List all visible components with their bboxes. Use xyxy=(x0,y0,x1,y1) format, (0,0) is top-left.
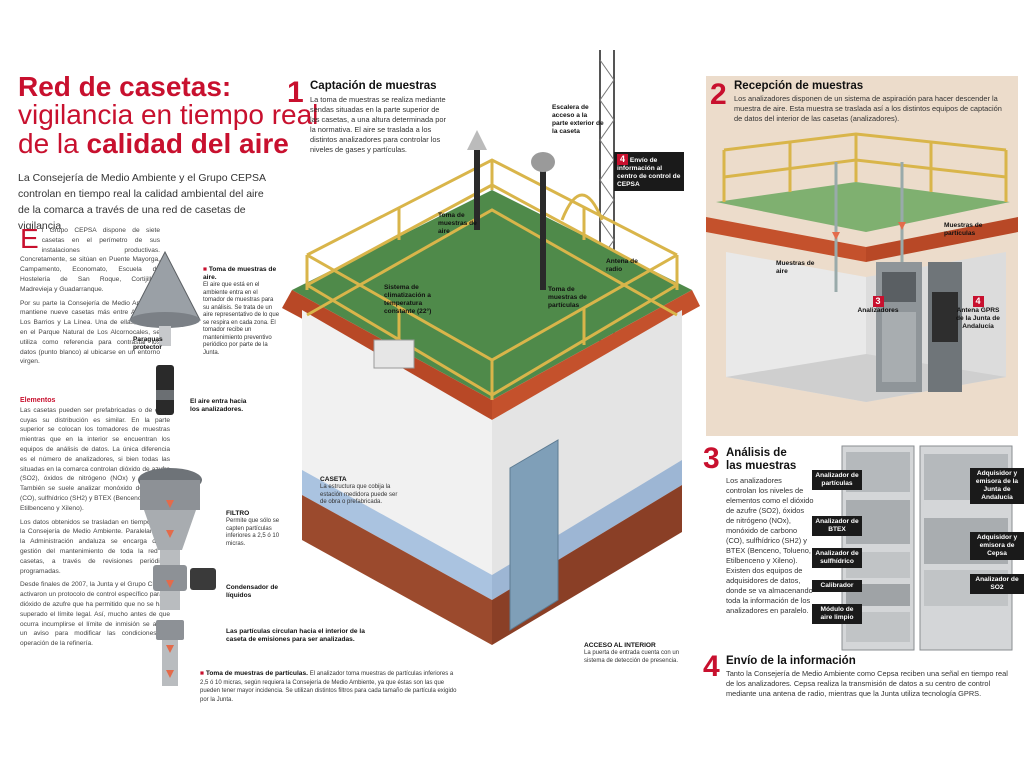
step4-title: Envío de la información xyxy=(726,655,856,667)
tag-adq-junta: Adquisidor y emisora de la Junta de Anda… xyxy=(970,468,1024,504)
elementos-heading: Elementos xyxy=(20,397,56,404)
step1-text-b: El aire se traslada a los distintos anal… xyxy=(310,125,441,154)
step4-text-b: Cepsa realiza la transmisión de datos a … xyxy=(726,679,991,698)
intro-text: La Consejería de Medio Ambiente y el Gru… xyxy=(18,172,266,232)
label-toma-particulas-roof: Toma de muestras de partículas xyxy=(548,286,587,309)
toma-part-bullet: ■ xyxy=(200,670,206,677)
title-line-1: Red de casetas: xyxy=(18,71,232,102)
step3-title-line1: Análisis de xyxy=(726,447,787,459)
title-line-3-bold: calidad del aire xyxy=(86,128,289,159)
caseta-title: CASETA xyxy=(320,476,347,483)
label-caseta: CASETA La estructura que cobija la estac… xyxy=(320,476,404,507)
tag-an-sulfhidrico: Analizador de sulfhídrico xyxy=(812,548,862,568)
step4-text-a: Tanto la Consejería de Medio Ambiente co… xyxy=(726,669,1008,688)
label-rec-antena: 4 Antena GPRS de la Junta de Andalucía xyxy=(952,296,1004,331)
rec-antena-num: 4 xyxy=(972,296,984,307)
step4-number: 4 xyxy=(703,650,720,683)
rec-antena-text: Antena GPRS de la Junta de Andalucía xyxy=(956,307,1000,330)
label-antena-radio: Antena de radio xyxy=(606,258,638,273)
caseta-illustration xyxy=(282,50,700,645)
label-envio-cepsa: 4 Envío de información al centro de cont… xyxy=(614,152,684,191)
label-acceso: ACCESO AL INTERIOR La puerta de entrada … xyxy=(584,642,680,665)
tag-modulo-aire: Módulo de aire limpio xyxy=(812,604,862,624)
rec-analizadores-text: Analizadores xyxy=(857,307,899,314)
step2-title: Recepción de muestras xyxy=(734,80,864,92)
title-line-2: vigilancia en tiempo real xyxy=(18,99,319,130)
filtro-text: Permite que sólo se capten partículas in… xyxy=(226,518,280,547)
body-para-3: Las casetas pueden ser prefabricadas o d… xyxy=(20,406,170,512)
label-toma-particulas: ■ Toma de muestras de partículas. El ana… xyxy=(200,670,460,704)
step1-number: 1 xyxy=(287,76,304,109)
body-para-5: Desde finales de 2007, la Junta y el Gru… xyxy=(20,581,170,648)
filtro-title: FILTRO xyxy=(226,510,250,517)
tag-adq-cepsa: Adquisidor y emisora de Cepsa xyxy=(970,532,1024,560)
body-column-bottom: Elementos Las casetas pueden ser prefabr… xyxy=(20,396,170,649)
acceso-title: ACCESO AL INTERIOR xyxy=(584,642,656,649)
step3-number: 3 xyxy=(703,442,720,475)
sampler-illustration xyxy=(129,250,216,686)
toma-part-title: Toma de muestras de partículas. xyxy=(205,670,308,677)
step3-title: Análisis de las muestras xyxy=(726,447,796,473)
label-particulas-circulan: Las partículas circulan hacia el interio… xyxy=(226,628,365,643)
label-paraguas: Paraguas protector xyxy=(133,336,163,351)
interior-illustration xyxy=(706,132,1018,402)
label-rec-analizadores: 3 Analizadores xyxy=(848,296,908,315)
step1-text-a: La toma de muestras se realiza mediante … xyxy=(310,95,446,134)
step3-title-line2: las muestras xyxy=(726,460,797,472)
dropcap: E xyxy=(20,223,39,254)
toma-aire-text: El aire que está en el ambiente entra en… xyxy=(203,282,280,356)
toma-aire-title: Toma de muestras de aire. xyxy=(203,266,277,281)
tag-an-so2: Analizador de SO2 xyxy=(970,574,1024,594)
step1-text: La toma de muestras se realiza mediante … xyxy=(310,95,448,155)
step4-text: Tanto la Consejería de Medio Ambiente co… xyxy=(726,669,1010,699)
label-aire-entra: El aire entra hacia los analizadores. xyxy=(190,398,247,413)
tag-an-btex: Analizador de BTEX xyxy=(812,516,862,536)
label-condensador: Condensador de líquidos xyxy=(226,584,279,599)
label-rec-muestras-aire: Muestras de aire xyxy=(776,260,815,275)
body-para-2: Por su parte la Consejería de Medio Ambi… xyxy=(20,299,160,366)
tag-calibrador: Calibrador xyxy=(812,580,862,592)
step2-text: Los analizadores disponen de un sistema … xyxy=(734,94,1002,123)
toma-part-text: El analizador toma muestras de partícula… xyxy=(200,671,457,703)
label-filtro: FILTRO Permite que sólo se capten partíc… xyxy=(226,510,280,548)
rec-analizadores-num: 3 xyxy=(872,296,884,307)
title-line-3: de la calidad del aire xyxy=(18,129,289,159)
step3-text: Los analizadores controlan los niveles d… xyxy=(726,476,814,615)
step1-title: Captación de muestras xyxy=(310,80,437,92)
label-toma-aire-roof: Toma de muestras de aire xyxy=(438,212,477,235)
envio-text: Envío de información al centro de contro… xyxy=(617,157,681,188)
label-rec-muestras-particulas: Muestras de partículas xyxy=(944,222,983,237)
acceso-text: La puerta de entrada cuenta con un siste… xyxy=(584,650,680,664)
label-toma-aire: ■ Toma de muestras de aire. El aire que … xyxy=(203,266,281,357)
label-escalera: Escalera de acceso a la parte exterior d… xyxy=(552,104,604,135)
label-climatizacion: Sistema de climatización a temperatura c… xyxy=(384,284,432,315)
tag-an-particulas: Analizador de partículas xyxy=(812,470,862,490)
toma-aire-bullet: ■ xyxy=(203,266,209,273)
body-para-1: l Grupo CEPSA dispone de siete casetas e… xyxy=(20,227,160,293)
envio-num: 4 xyxy=(617,154,628,165)
title-line-3-prefix: de la xyxy=(18,128,87,159)
step2-number: 2 xyxy=(710,78,727,111)
caseta-text: La estructura que cobija la estación med… xyxy=(320,484,398,505)
body-para-4: Los datos obtenidos se trasladan en tiem… xyxy=(20,518,170,575)
